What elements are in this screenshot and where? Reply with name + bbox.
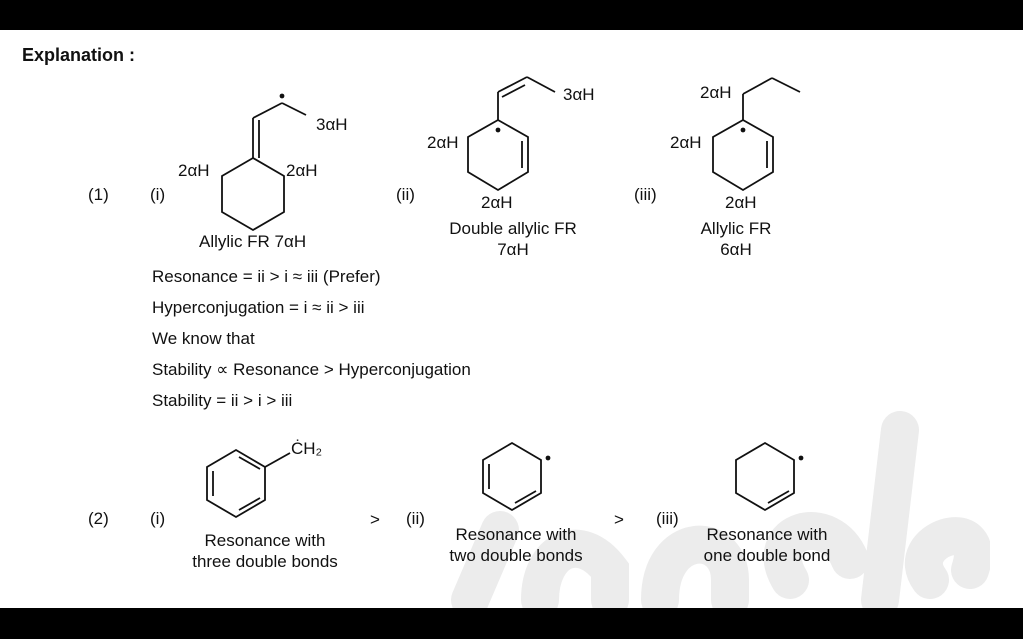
part1-ii-caption-line2: 7αH xyxy=(497,240,529,259)
part1-ii-label-left: 2αH xyxy=(427,133,459,152)
part2-i-group: ĊH₂ xyxy=(291,439,323,458)
bottom-frame-bar xyxy=(0,608,1023,639)
part2-iii-caption: Resonance with one double bond xyxy=(684,524,850,566)
part1-iii-label-top: 2αH xyxy=(700,83,732,102)
part1-i-roman: (i) xyxy=(150,185,166,204)
greater-than-1: > xyxy=(370,510,380,529)
part2-ii-roman: (ii) xyxy=(406,509,425,528)
statement-resonance: Resonance = ii > i ≈ iii (Prefer) xyxy=(152,267,381,286)
part1-i-label-left: 2αH xyxy=(178,161,210,180)
explanation-heading: Explanation : xyxy=(22,45,136,65)
statement-stability-order: Stability = ii > i > iii xyxy=(152,391,293,410)
part2-i-caption-line1: Resonance with xyxy=(204,531,326,550)
part1-ii-caption-line1: Double allylic FR xyxy=(449,219,577,238)
part2-ii-structure xyxy=(482,441,551,512)
part1-iii-label-left: 2αH xyxy=(670,133,702,152)
part2-i-caption-line2: three double bonds xyxy=(192,552,338,571)
part2-iii-roman: (iii) xyxy=(656,509,679,528)
part1-ii-roman: (ii) xyxy=(396,185,415,204)
statement-hyperconjugation: Hyperconjugation = i ≈ ii > iii xyxy=(152,298,365,317)
part2-iii-caption-line2: one double bond xyxy=(703,546,831,565)
greater-than-2: > xyxy=(614,510,624,529)
part1-ii-label-bottom: 2αH xyxy=(481,193,513,212)
part1-iii-structure xyxy=(712,77,801,192)
part2-ii-caption-line1: Resonance with xyxy=(455,525,577,544)
part2-iii-caption-line1: Resonance with xyxy=(706,525,828,544)
part1-iii-caption-line2: 6αH xyxy=(720,240,752,259)
part1-iii-roman: (iii) xyxy=(634,185,657,204)
part1-iii-caption-line1: Allylic FR xyxy=(700,219,772,238)
part1-number: (1) xyxy=(88,185,109,204)
part1-i-label-right: 2αH xyxy=(286,161,318,180)
part1-ii-label-top: 3αH xyxy=(563,85,595,104)
part2-i-caption: Resonance with three double bonds xyxy=(172,530,358,572)
part2-i-roman: (i) xyxy=(150,509,166,528)
part2-ii-caption: Resonance with two double bonds xyxy=(428,524,604,566)
part2-ii-caption-line2: two double bonds xyxy=(449,546,583,565)
part2-i-structure xyxy=(206,448,291,519)
part2-number: (2) xyxy=(88,509,109,528)
part1-ii-caption: Double allylic FR 7αH xyxy=(428,218,598,260)
part2-iii-structure xyxy=(735,441,804,512)
document-page: Explanation : (1) (i) 3αH 2αH 2αH Allyli… xyxy=(0,30,1023,608)
part1-i-label-top: 3αH xyxy=(316,115,348,134)
part1-ii-structure xyxy=(467,76,556,192)
part1-i-structure xyxy=(221,93,307,232)
statement-stability-proportional: Stability ∝ Resonance > Hyperconjugation xyxy=(152,360,471,379)
part1-i-caption: Allylic FR 7αH xyxy=(199,232,307,251)
statement-we-know: We know that xyxy=(152,329,255,348)
part1-iii-caption: Allylic FR 6αH xyxy=(671,218,801,260)
part1-iii-label-bottom: 2αH xyxy=(725,193,757,212)
